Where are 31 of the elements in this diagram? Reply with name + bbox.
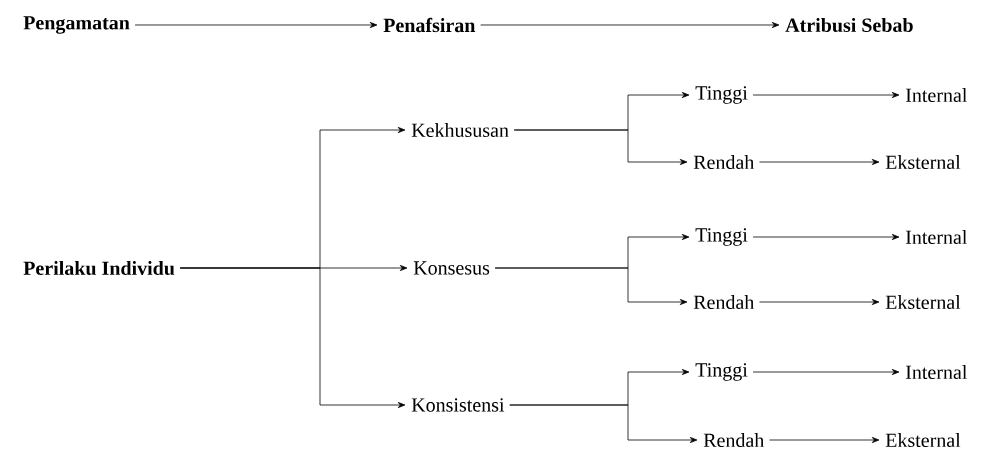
- outcome-label: Eksternal: [885, 294, 961, 310]
- arrow: [752, 234, 900, 240]
- root-label: Perilaku Individu: [23, 260, 175, 276]
- factor-label: Konsesus: [413, 261, 490, 275]
- heading-text: Atribusi Sebab: [785, 17, 913, 33]
- outcome-label: Internal: [905, 364, 967, 380]
- arrow: [134, 22, 378, 28]
- level-label: Rendah: [693, 294, 755, 310]
- arrow: [759, 159, 880, 165]
- arrow: [769, 437, 880, 443]
- heading-text: Penafsiran: [383, 17, 476, 33]
- arrow: [480, 22, 780, 28]
- arrow: [752, 369, 900, 375]
- arrow: [759, 299, 880, 305]
- level-label: Rendah: [693, 154, 755, 170]
- level-label: Rendah: [703, 432, 765, 448]
- outcome-label: Eksternal: [885, 154, 961, 170]
- arrow: [509, 404, 698, 443]
- arrow: [494, 267, 688, 305]
- factor-label: Kekhususan: [411, 122, 509, 138]
- heading-text: Pengamatan: [23, 16, 130, 34]
- arrow: [513, 129, 688, 165]
- arrow: [752, 92, 900, 98]
- level-label: Tinggi: [695, 363, 748, 381]
- arrow: [179, 267, 406, 408]
- outcome-label: Eksternal: [885, 432, 961, 448]
- level-label: Tinggi: [695, 86, 748, 104]
- outcome-label: Internal: [905, 87, 967, 103]
- level-label: Tinggi: [695, 228, 748, 246]
- outcome-label: Internal: [905, 229, 967, 245]
- factor-label: Konsistensi: [411, 398, 505, 412]
